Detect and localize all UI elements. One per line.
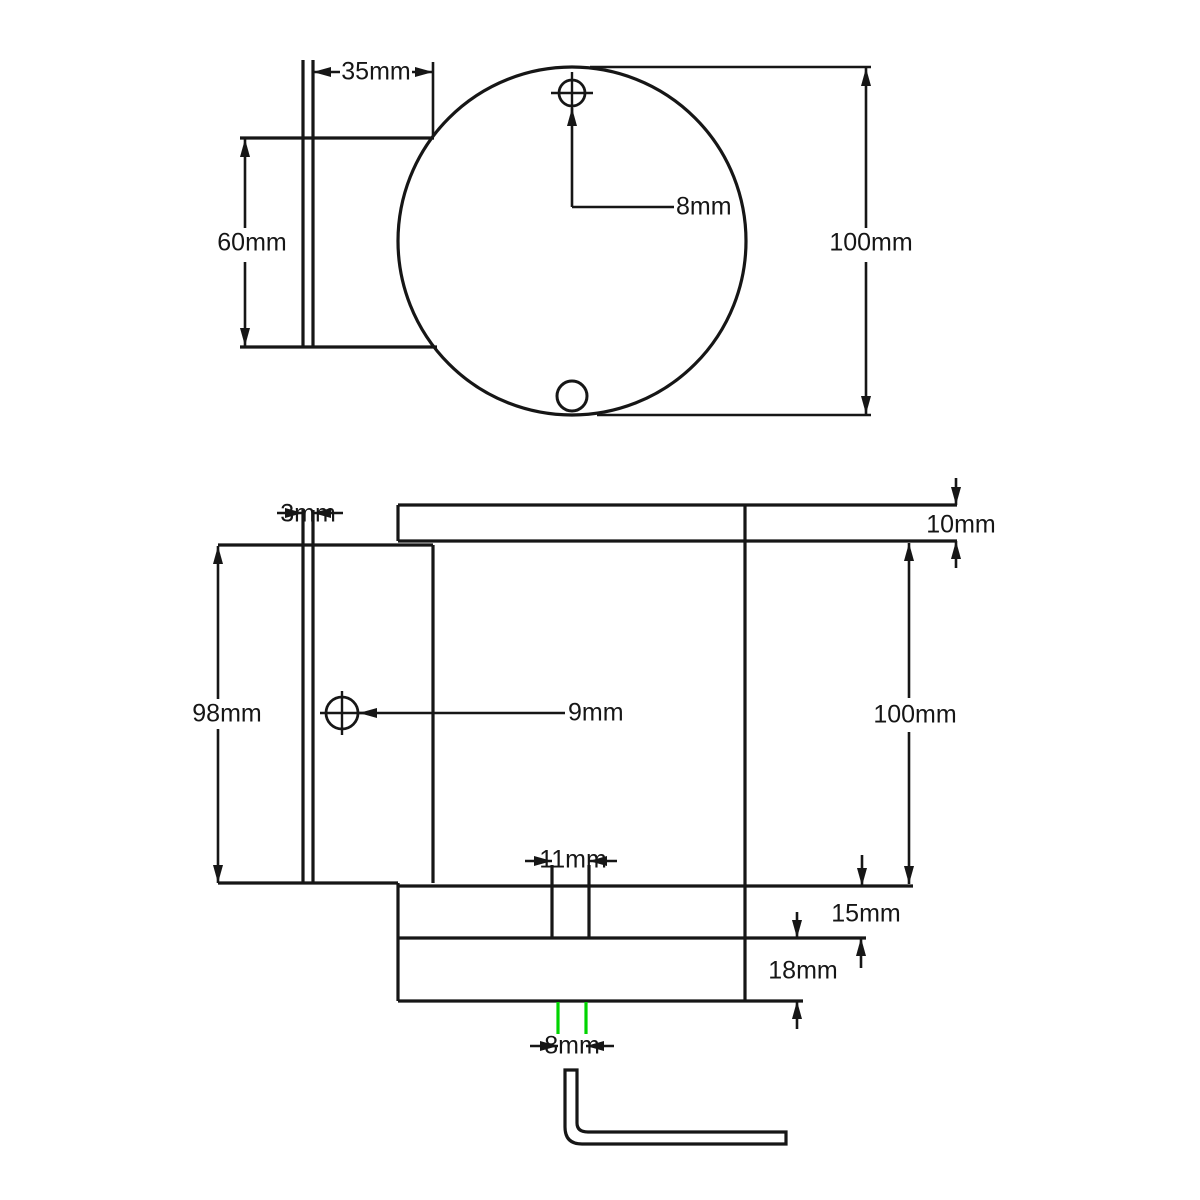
dim-label-plate-thickness: 10mm <box>926 510 996 539</box>
dim-label-flange-lower: 18mm <box>768 956 838 985</box>
dim-label-slot-width: 11mm <box>539 845 607 874</box>
dim-label-tab-height: 60mm <box>217 228 287 257</box>
dim-label-tab-thickness: 3mm <box>280 499 336 528</box>
dim-label-body-height: 100mm <box>873 700 957 729</box>
dim-label-hole-diameter: 9mm <box>568 698 624 727</box>
dim-label-diameter: 100mm <box>829 228 913 257</box>
dim-label-hole-offset: 8mm <box>676 192 732 221</box>
dim-label-slot-exit-width: 8mm <box>544 1031 600 1060</box>
dim-label-flange-upper: 15mm <box>831 899 901 928</box>
dim-label-tab-width: 35mm <box>341 57 411 86</box>
dim-label-side-tab-height: 98mm <box>192 699 262 728</box>
